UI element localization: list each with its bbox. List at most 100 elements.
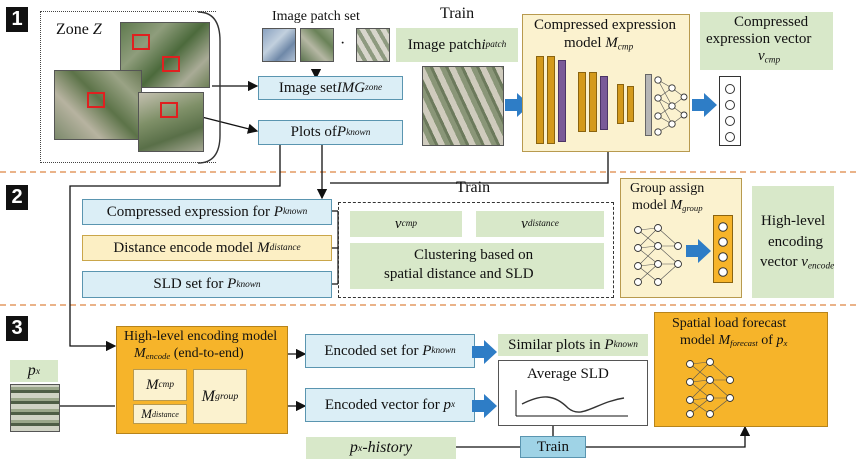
cmp-model-prefix: model [564, 35, 606, 51]
dense-network-icon [654, 76, 688, 136]
px-var: p [27, 362, 36, 379]
patch-marker-1 [132, 34, 150, 50]
cnn-layer [578, 72, 586, 132]
forecast-title-2: model Mforecast of px [680, 334, 787, 348]
patch-marker-4 [160, 102, 178, 118]
highlevel-var: v [801, 254, 808, 270]
highlevel-line-3: vector vencode [760, 255, 834, 272]
highlevel-line-3-text: vector [760, 254, 802, 270]
line-train-to-forecast [586, 425, 751, 448]
distance-model-sub: distance [269, 243, 301, 253]
arrow-patch-to-model [505, 93, 530, 117]
image-patch-prefix: Image patch [407, 36, 482, 53]
similar-plots-var: P [604, 336, 614, 353]
cnn-layer [600, 76, 608, 130]
m-cmp-sub: cmp [158, 380, 175, 390]
plots-sub: known [346, 127, 371, 138]
patch-thumb-2 [300, 28, 334, 62]
cnn-layer [536, 56, 544, 144]
patch-set-ellipsis: · [340, 35, 346, 52]
encoded-set-var: P [422, 342, 432, 359]
cmp-vector-var-label: vcmp [758, 49, 780, 66]
cnn-flatten-layer [645, 74, 652, 136]
cmp-vector-nodes-icon [725, 84, 735, 142]
hl-model-title-2: Mencode (end-to-end) [134, 347, 244, 361]
avg-sld-box [498, 360, 648, 426]
image-patch-sub: patch [485, 40, 507, 50]
compressed-expr-sub: known [282, 207, 308, 217]
hl-model-suffix: (end-to-end) [170, 346, 244, 361]
distance-model-prefix: Distance encode model [113, 239, 254, 256]
cmp-model-sub: cmp [617, 42, 634, 53]
line-plots-down-left [69, 144, 281, 352]
m-distance-var: M [141, 406, 152, 421]
cnn-layer [547, 56, 555, 144]
section-badge-1: 1 [6, 7, 28, 32]
arrow-vector-to-avgsld [472, 394, 497, 418]
forecast-network-icon [686, 358, 734, 418]
cmp-vector-var: v [758, 48, 765, 64]
arrow-group-to-vector [686, 239, 711, 263]
patch-marker-2 [162, 56, 180, 72]
cnn-layer [558, 60, 566, 142]
encoded-vector-var: p [443, 396, 452, 413]
cnn-layer [627, 86, 634, 122]
cmp-vector-sub: cmp [764, 55, 781, 66]
distance-model-var: M [257, 239, 270, 256]
clustering-container [338, 202, 614, 298]
zone-label-var: Z [92, 21, 102, 38]
px-history-sub: x [357, 442, 363, 454]
zone-container [40, 11, 216, 163]
sld-set-var: P [227, 276, 237, 292]
group-model-prefix: model [632, 198, 671, 213]
section-badge-2: 2 [6, 185, 28, 210]
avg-sld-label: Average SLD [527, 366, 609, 382]
plots-var: P [336, 124, 347, 140]
cnn-layer [617, 84, 624, 124]
group-model-sub: group [682, 203, 703, 214]
encoded-set-prefix: Encoded set for [324, 342, 419, 359]
forecast-prefix: model [680, 333, 719, 348]
forecast-title-1: Spatial load forecast [672, 316, 787, 331]
similar-plots-sub: known [613, 340, 638, 350]
encode-vector-nodes-icon [718, 222, 728, 277]
hl-model-sub: encode [145, 351, 171, 362]
hl-model-title-1: High-level encoding model [124, 329, 278, 344]
clustering-line-2: spatial distance and SLD [384, 266, 534, 282]
plots-prefix: Plots of [290, 124, 337, 140]
patch-thumb-3 [356, 28, 390, 62]
cmp-model-title-1: Compressed expression [534, 17, 677, 33]
hl-model-var: M [134, 346, 146, 361]
compressed-expr-var: P [273, 203, 283, 220]
forecast-sub: forecast [730, 338, 758, 349]
stage1-train-label: Train [440, 5, 475, 22]
group-model-var: M [670, 198, 683, 213]
m-group-var: M [201, 387, 215, 405]
v-distance-sub: distance [527, 219, 559, 229]
px-history-var: p [349, 439, 358, 456]
m-group-sub: group [215, 391, 239, 402]
forecast-model-box [654, 312, 828, 427]
image-set-sub: zone [365, 83, 383, 93]
forecast-px-sub: x [783, 338, 788, 349]
cmp-vector-title-1: Compressed [734, 14, 809, 30]
forecast-var: M [718, 333, 731, 348]
avg-sld-curve-icon [515, 390, 628, 417]
compressed-expr-prefix: Compressed expression for [106, 203, 271, 220]
m-distance-sub: distance [152, 409, 179, 419]
similar-plots-prefix: Similar plots in [508, 336, 601, 353]
patch-set-label: Image patch set [272, 9, 360, 24]
